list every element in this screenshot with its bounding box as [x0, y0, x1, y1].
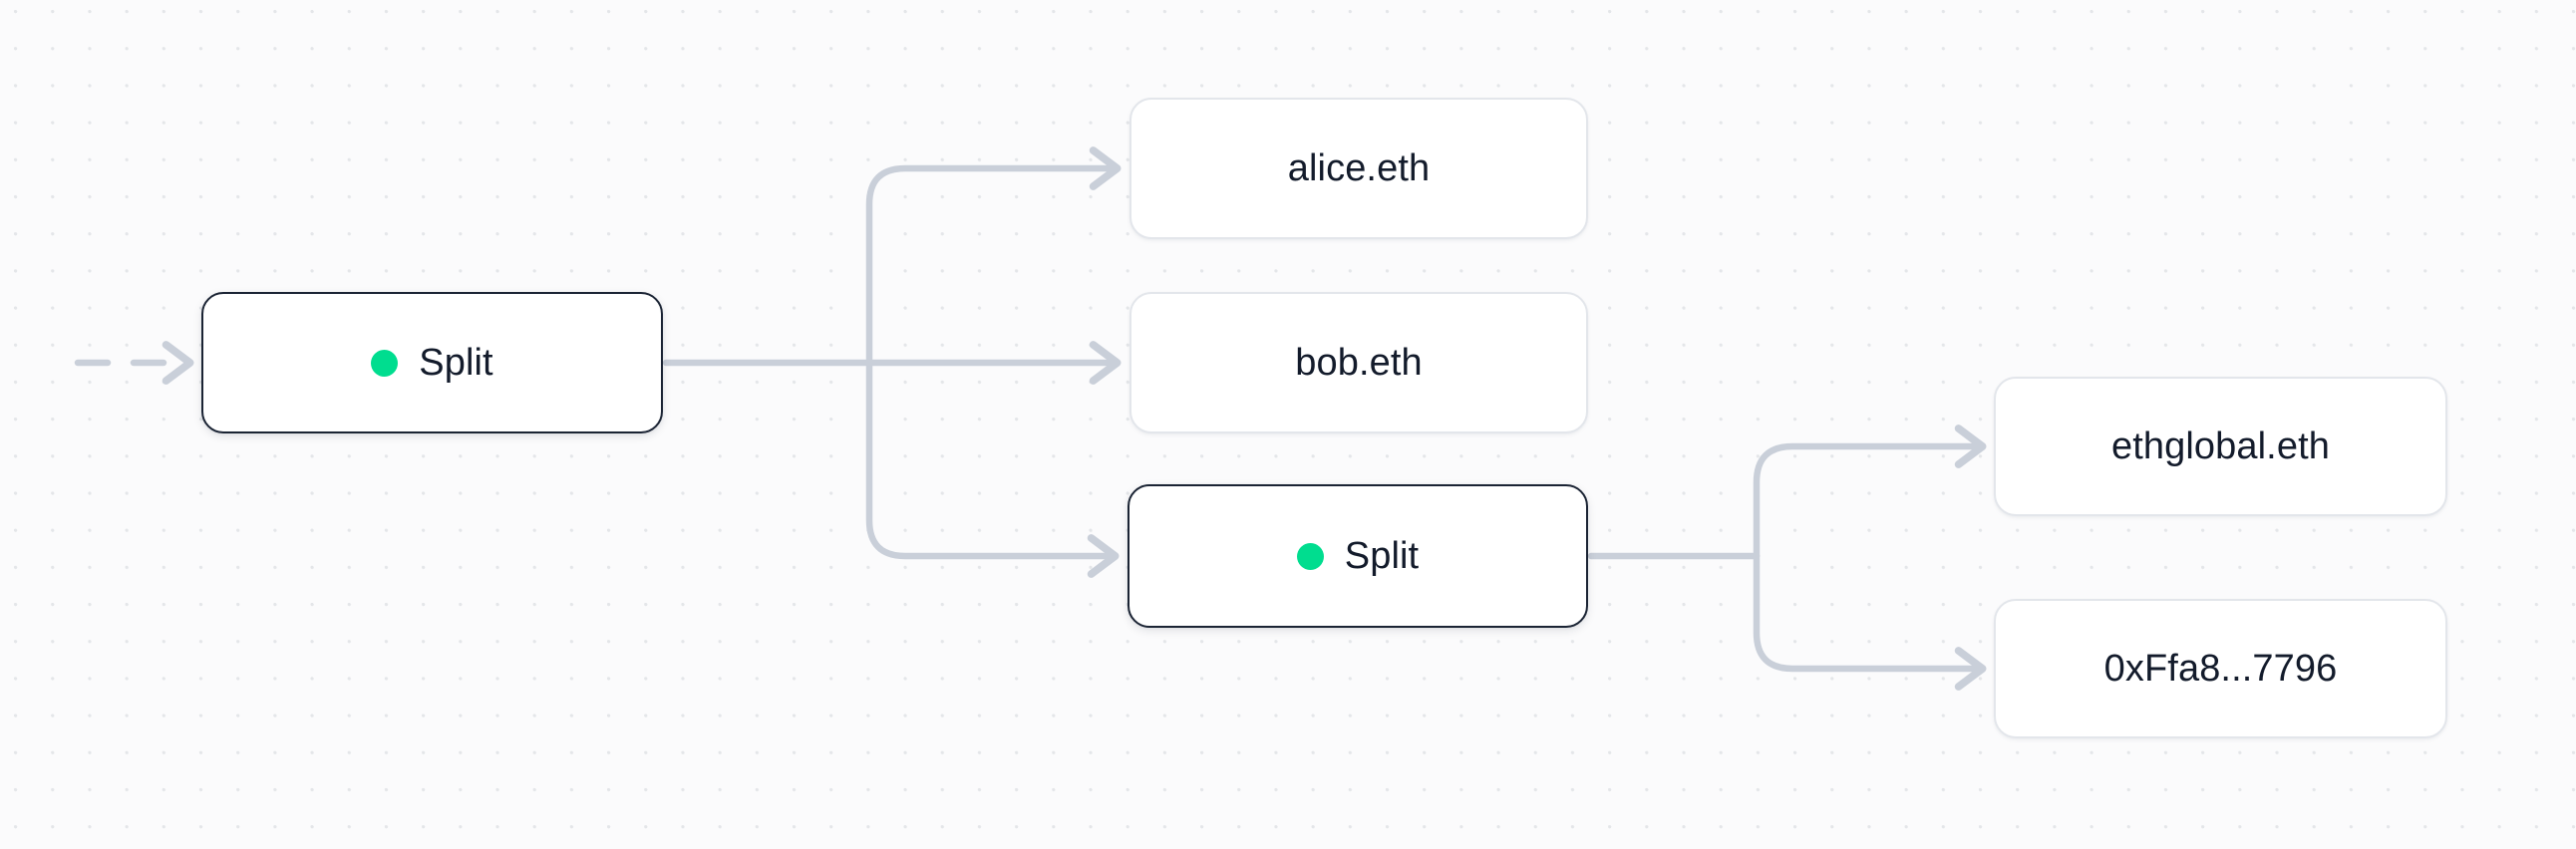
node-label: alice.eth: [1287, 146, 1431, 189]
node-label: ethglobal.eth: [2111, 424, 2330, 467]
node-alice-eth[interactable]: alice.eth: [1129, 98, 1588, 239]
node-label: 0xFfa8...7796: [2103, 647, 2338, 690]
edge-split1-alice: [865, 146, 1122, 367]
node-split-1[interactable]: Split: [201, 292, 663, 433]
node-label: bob.eth: [1295, 341, 1423, 384]
node-label: Split: [1344, 534, 1420, 577]
edge-split1-split2: [865, 359, 1120, 578]
status-dot-icon: [371, 349, 399, 377]
edge-split2-address: [1753, 552, 1987, 691]
node-bob-eth[interactable]: bob.eth: [1129, 292, 1588, 433]
node-label: Split: [419, 341, 493, 384]
split-1-content: Split: [371, 341, 493, 385]
split-2-content: Split: [1296, 534, 1420, 578]
status-dot-icon: [1296, 542, 1324, 570]
node-ethglobal-eth[interactable]: ethglobal.eth: [1994, 377, 2447, 516]
edge-split2-ethglobal: [1753, 424, 1987, 560]
node-split-2[interactable]: Split: [1127, 484, 1588, 628]
node-address-ffa8[interactable]: 0xFfa8...7796: [1994, 599, 2447, 738]
